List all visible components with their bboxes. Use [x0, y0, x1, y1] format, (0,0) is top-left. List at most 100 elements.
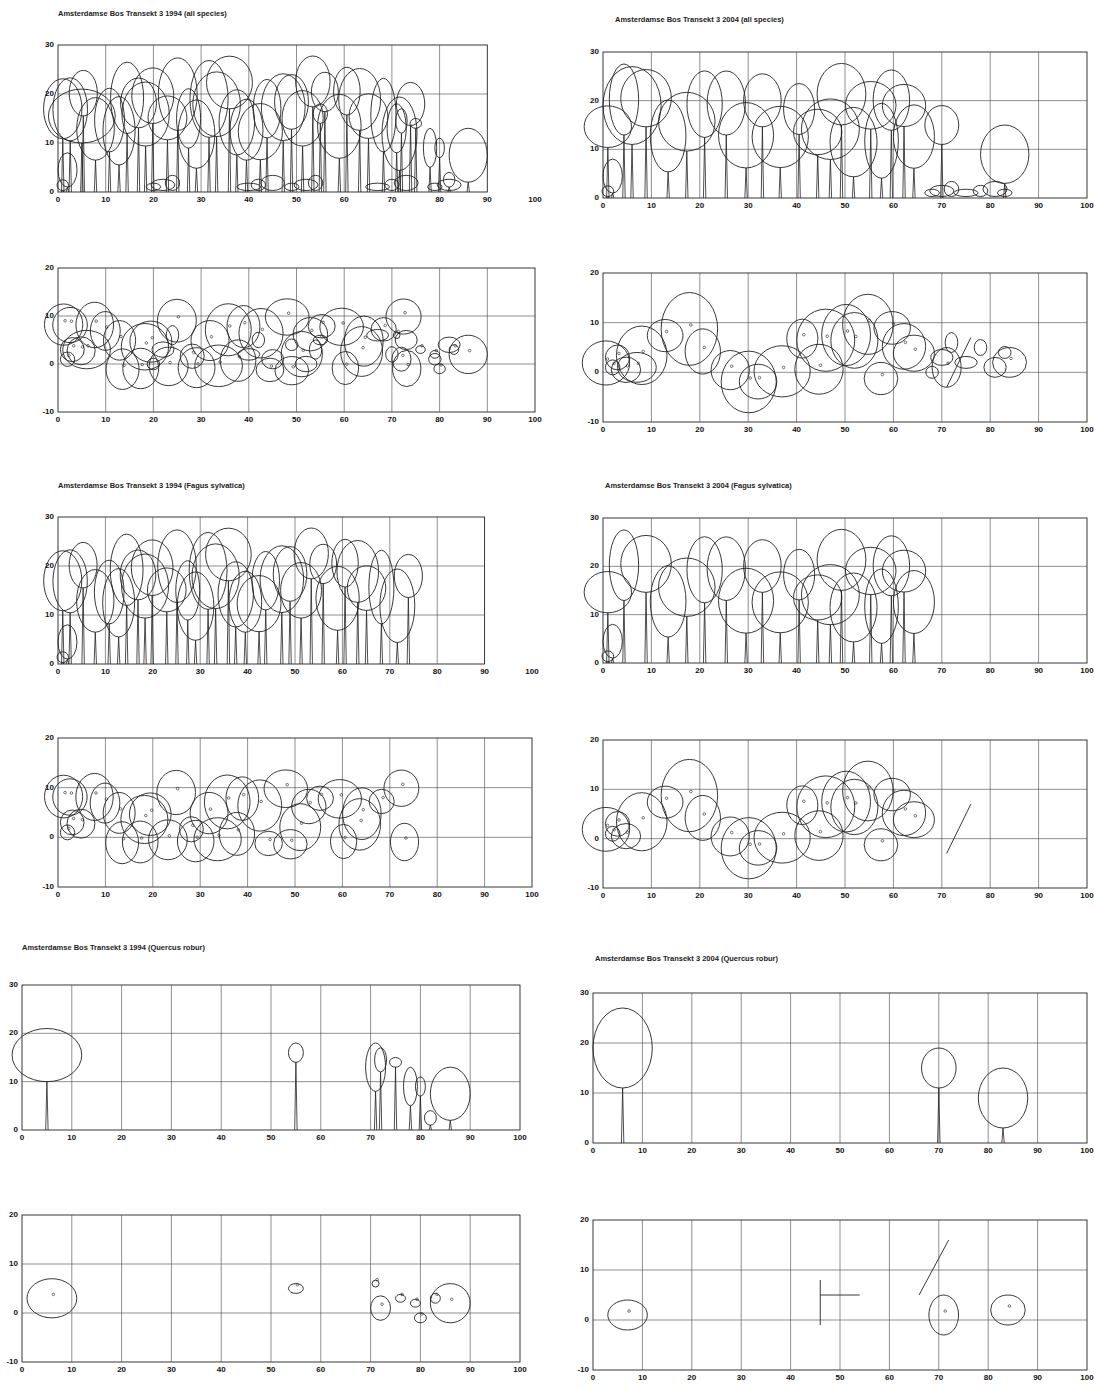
grid-line — [1038, 52, 1039, 198]
stem-position — [68, 354, 71, 357]
stem-position — [642, 817, 645, 820]
stem-position — [320, 793, 323, 796]
x-tick-label: 50 — [841, 426, 850, 434]
grid-line — [790, 1220, 791, 1370]
grid-line — [790, 993, 791, 1143]
y-tick-label: 0 — [14, 1126, 18, 1134]
x-tick-label: 100 — [513, 1134, 526, 1142]
y-tick-label: 0 — [50, 188, 54, 196]
x-tick-label: 100 — [525, 668, 538, 676]
y-tick-label: 10 — [590, 611, 599, 619]
x-tick-label: 60 — [889, 667, 898, 675]
crown-projection — [882, 324, 925, 370]
stem-position — [642, 350, 645, 353]
x-tick-label: 70 — [937, 426, 946, 434]
grid-line — [200, 738, 201, 887]
x-tick-label: 0 — [601, 892, 605, 900]
stem-position — [450, 1298, 453, 1301]
x-tick-label: 50 — [292, 196, 301, 204]
tree-crown — [285, 183, 299, 190]
stem-position — [237, 829, 240, 832]
tree-crown — [103, 97, 135, 165]
stem-position — [606, 824, 609, 827]
crown-projection — [416, 346, 426, 354]
crown-projection — [605, 812, 629, 837]
plot-frame — [22, 985, 520, 1130]
stem-position — [618, 819, 621, 822]
stem-position — [145, 814, 148, 817]
stem-position — [177, 316, 180, 319]
crown-projection — [685, 329, 720, 374]
tree-crown — [390, 1058, 402, 1068]
x-tick-label: 20 — [149, 196, 158, 204]
y-tick-label: -10 — [587, 418, 599, 426]
y-tick-label: 10 — [580, 1089, 589, 1097]
crown-projection — [449, 335, 487, 373]
grid-line — [121, 1215, 122, 1362]
grid-line — [320, 1215, 321, 1362]
crown-projection — [256, 358, 284, 382]
tree-crown — [380, 569, 415, 643]
tree-crown — [817, 63, 866, 125]
tree-stem — [870, 129, 872, 198]
stem-position — [68, 827, 71, 830]
crown-projection — [739, 364, 777, 399]
plot-frame — [593, 993, 1087, 1143]
stem-position — [730, 831, 733, 834]
stem-position — [227, 797, 230, 800]
y-tick-label: 10 — [45, 784, 54, 792]
tree-crown — [111, 62, 144, 133]
x-tick-label: 80 — [435, 416, 444, 424]
plan-panel — [22, 1215, 520, 1362]
crown-projection — [227, 306, 260, 348]
x-tick-label: 90 — [1034, 667, 1043, 675]
y-tick-label: -10 — [577, 1366, 589, 1374]
stem-position — [382, 796, 385, 799]
stem-position — [637, 362, 640, 365]
panel-title: Amsterdamse Bos Transekt 3 2004 (Quercus… — [595, 955, 778, 963]
crown-projection — [616, 793, 667, 851]
tree-crown — [845, 547, 896, 594]
grid-line — [941, 273, 942, 422]
tree-crown — [121, 78, 157, 128]
y-tick-label: 10 — [9, 1260, 18, 1268]
y-tick-label: -10 — [42, 408, 54, 416]
x-tick-label: 20 — [695, 202, 704, 210]
fallen-stem — [947, 338, 971, 388]
x-tick-label: 50 — [841, 667, 850, 675]
tree-crown — [310, 544, 337, 583]
crown-projection — [204, 775, 250, 829]
x-tick-label: 30 — [196, 668, 205, 676]
crown-projection — [926, 366, 939, 378]
stem-position — [730, 365, 733, 368]
tree-crown — [237, 183, 261, 190]
tree-stem — [409, 1106, 411, 1130]
x-tick-label: 20 — [687, 1374, 696, 1382]
stem-position — [342, 322, 345, 325]
grid-line — [642, 993, 643, 1143]
tree-stem — [187, 620, 189, 664]
crown-projection — [157, 770, 196, 814]
tree-crown — [371, 78, 396, 152]
tree-crown — [337, 540, 379, 602]
crown-projection — [76, 773, 113, 820]
tree-crown — [744, 74, 782, 127]
tree-crown — [603, 67, 661, 145]
x-tick-label: 30 — [197, 416, 206, 424]
stem-position — [70, 792, 73, 795]
x-tick-label: 60 — [889, 892, 898, 900]
grid-line — [1038, 518, 1039, 663]
tree-stem — [46, 1082, 48, 1130]
x-tick-label: 50 — [836, 1374, 845, 1382]
tree-crown — [394, 175, 418, 190]
crown-projection — [893, 802, 934, 838]
stem-position — [242, 793, 245, 796]
x-tick-label: 10 — [101, 668, 110, 676]
tree-stem — [69, 613, 71, 664]
stem-position — [269, 838, 272, 841]
grid-line — [796, 273, 797, 422]
tree-crown — [366, 183, 390, 190]
grid-line — [58, 143, 487, 144]
crown-projection — [874, 778, 910, 810]
